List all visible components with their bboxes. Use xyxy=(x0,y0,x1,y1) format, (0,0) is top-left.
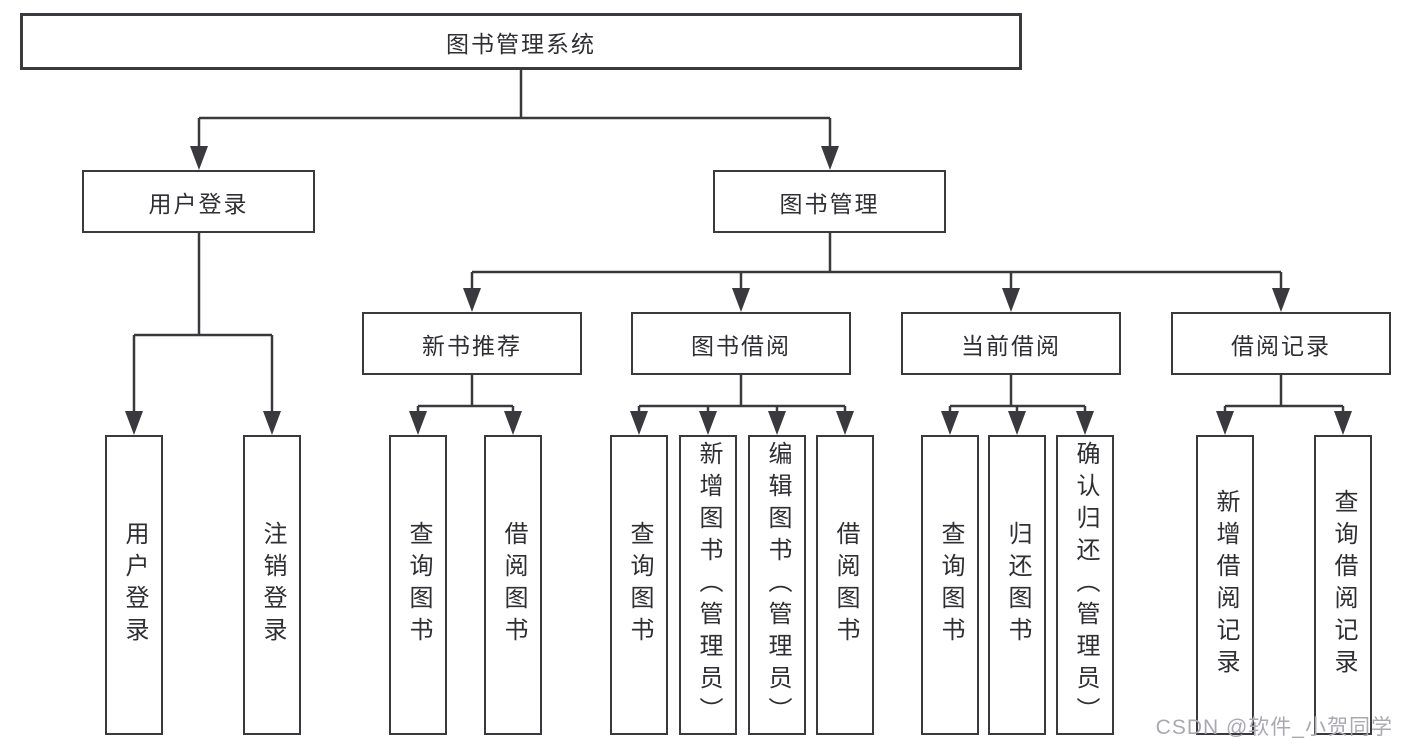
leaf-bb-add-book: 新增图书（管理员） xyxy=(679,435,737,735)
leaf-bb-query-book-label: 查询图书 xyxy=(626,521,653,649)
arrowhead-icon xyxy=(504,411,522,435)
arrowhead-icon xyxy=(190,146,208,170)
node-current-borrow: 当前借阅 xyxy=(901,312,1121,375)
leaf-br-query-record: 查询借阅记录 xyxy=(1314,435,1372,735)
arrowhead-icon xyxy=(821,146,839,170)
leaf-cb-confirm-return: 确认归还（管理员） xyxy=(1056,435,1114,735)
leaf-logout-label: 注销登录 xyxy=(259,521,286,649)
leaf-cb-return-book-label: 归还图书 xyxy=(1004,521,1031,649)
arrowhead-icon xyxy=(699,411,717,435)
connector-borrow-records-to-leaves xyxy=(1216,375,1352,435)
leaf-user-login: 用户登录 xyxy=(105,435,163,735)
node-new-book-rec-label: 新书推荐 xyxy=(422,332,522,359)
arrowhead-icon xyxy=(1272,288,1290,312)
leaf-logout: 注销登录 xyxy=(243,435,301,735)
leaf-rec-query-book-label: 查询图书 xyxy=(405,521,432,649)
node-book-borrow: 图书借阅 xyxy=(631,312,851,375)
arrowhead-icon xyxy=(732,288,750,312)
node-book-borrow-label: 图书借阅 xyxy=(691,332,791,359)
leaf-bb-borrow-book: 借阅图书 xyxy=(816,435,874,735)
arrowhead-icon xyxy=(1076,411,1094,435)
leaf-bb-edit-book: 编辑图书（管理员） xyxy=(748,435,806,735)
arrowhead-icon xyxy=(1334,411,1352,435)
leaf-user-login-label: 用户登录 xyxy=(121,521,148,649)
leaf-cb-return-book: 归还图书 xyxy=(988,435,1046,735)
connector-book-borrow-to-leaves xyxy=(630,375,854,435)
node-root: 图书管理系统 xyxy=(20,13,1022,70)
arrowhead-icon xyxy=(1008,411,1026,435)
csdn-watermark: CSDN @软件_小贺同学 xyxy=(1155,716,1393,739)
leaf-br-query-record-label: 查询借阅记录 xyxy=(1330,489,1357,681)
leaf-cb-confirm-return-label: 确认归还（管理员） xyxy=(1072,441,1099,729)
leaf-br-add-record-label: 新增借阅记录 xyxy=(1212,489,1239,681)
leaf-br-add-record: 新增借阅记录 xyxy=(1196,435,1254,735)
arrowhead-icon xyxy=(1002,288,1020,312)
node-user-login: 用户登录 xyxy=(82,170,315,233)
arrowhead-icon xyxy=(125,411,143,435)
node-new-book-rec: 新书推荐 xyxy=(362,312,582,375)
leaf-bb-add-book-label: 新增图书（管理员） xyxy=(695,441,722,729)
node-borrow-records-label: 借阅记录 xyxy=(1231,332,1331,359)
arrowhead-icon xyxy=(941,411,959,435)
connector-current-borrow-to-leaves xyxy=(941,375,1094,435)
arrowhead-icon xyxy=(463,288,481,312)
arrowhead-icon xyxy=(1216,411,1234,435)
connector-root-to-level1 xyxy=(190,70,839,170)
node-current-borrow-label: 当前借阅 xyxy=(961,332,1061,359)
leaf-rec-borrow-book-label: 借阅图书 xyxy=(500,521,527,649)
arrowhead-icon xyxy=(630,411,648,435)
leaf-bb-borrow-book-label: 借阅图书 xyxy=(832,521,859,649)
leaf-cb-query-book: 查询图书 xyxy=(921,435,979,735)
arrowhead-icon xyxy=(263,411,281,435)
node-book-mgmt: 图书管理 xyxy=(713,170,946,233)
connector-new-book-rec-to-leaves xyxy=(409,375,522,435)
node-user-login-label: 用户登录 xyxy=(148,190,249,217)
arrowhead-icon xyxy=(768,411,786,435)
leaf-cb-query-book-label: 查询图书 xyxy=(937,521,964,649)
connector-book-mgmt-to-level2 xyxy=(463,233,1290,312)
arrowhead-icon xyxy=(836,411,854,435)
leaf-rec-query-book: 查询图书 xyxy=(389,435,447,735)
arrowhead-icon xyxy=(409,411,427,435)
node-book-mgmt-label: 图书管理 xyxy=(779,190,880,217)
leaf-bb-query-book: 查询图书 xyxy=(610,435,668,735)
node-borrow-records: 借阅记录 xyxy=(1171,312,1391,375)
node-root-label: 图书管理系统 xyxy=(446,30,596,57)
connector-user-login-to-leaves xyxy=(125,233,281,435)
leaf-rec-borrow-book: 借阅图书 xyxy=(484,435,542,735)
leaf-bb-edit-book-label: 编辑图书（管理员） xyxy=(764,441,791,729)
